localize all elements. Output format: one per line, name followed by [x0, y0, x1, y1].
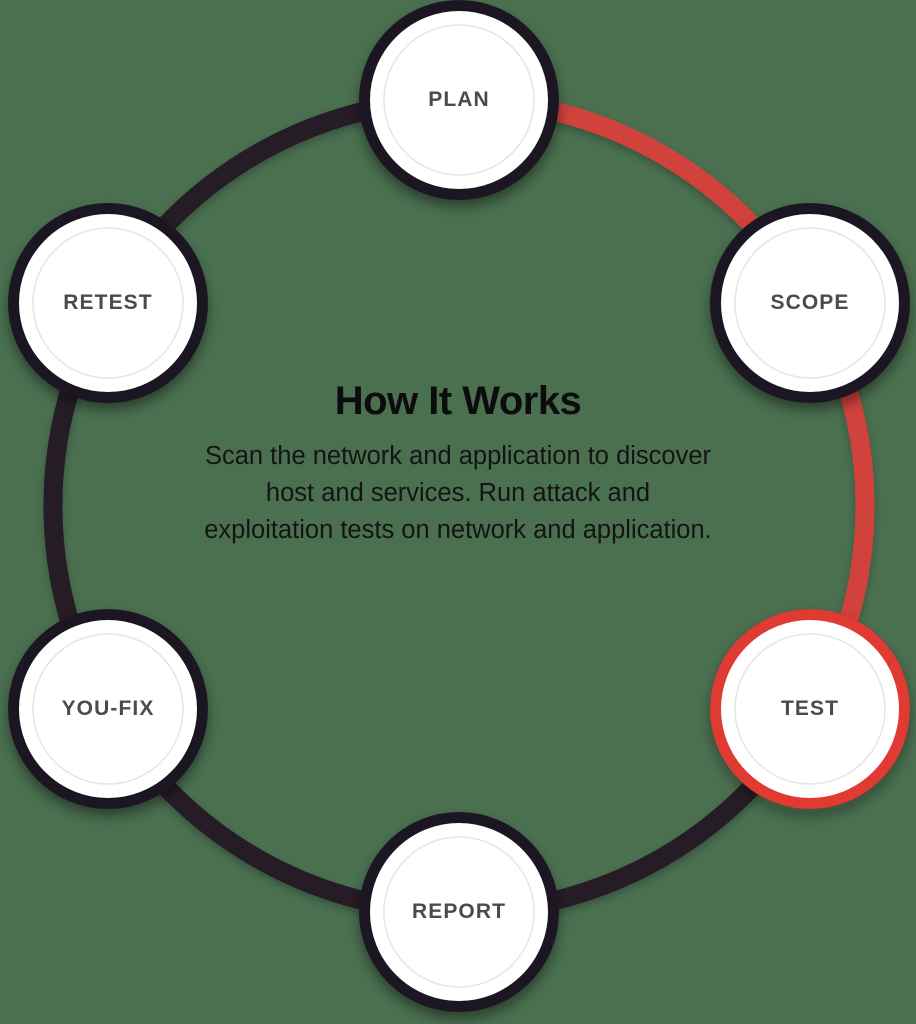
node-you-fix-ring[interactable] [8, 609, 208, 809]
node-retest-ring[interactable] [8, 203, 208, 403]
node-scope-ring[interactable] [710, 203, 910, 403]
node-retest-inner-ring [32, 227, 184, 379]
node-plan-inner-ring [383, 24, 535, 176]
node-label-plan[interactable]: PLAN [428, 88, 490, 111]
node-you-fix[interactable] [8, 609, 208, 809]
node-plan-ring[interactable] [359, 0, 559, 200]
node-you-fix-inner-ring [32, 633, 184, 785]
node-report-inner-ring [383, 836, 535, 988]
node-label-retest[interactable]: RETEST [63, 291, 153, 314]
node-label-test[interactable]: TEST [780, 697, 840, 720]
node-layer [8, 0, 910, 1012]
node-label-scope[interactable]: SCOPE [770, 291, 850, 314]
node-retest[interactable] [8, 203, 208, 403]
connector-arc-layer [43, 90, 875, 922]
node-scope-inner-ring [734, 227, 886, 379]
node-test[interactable] [710, 609, 910, 809]
node-label-report[interactable]: REPORT [411, 900, 507, 923]
node-report[interactable] [359, 812, 559, 1012]
node-test-ring[interactable] [710, 609, 910, 809]
node-test-inner-ring [734, 633, 886, 785]
node-plan[interactable] [359, 0, 559, 200]
node-scope[interactable] [710, 203, 910, 403]
node-label-you-fix[interactable]: YOU-FIX [61, 697, 155, 720]
node-report-ring[interactable] [359, 812, 559, 1012]
